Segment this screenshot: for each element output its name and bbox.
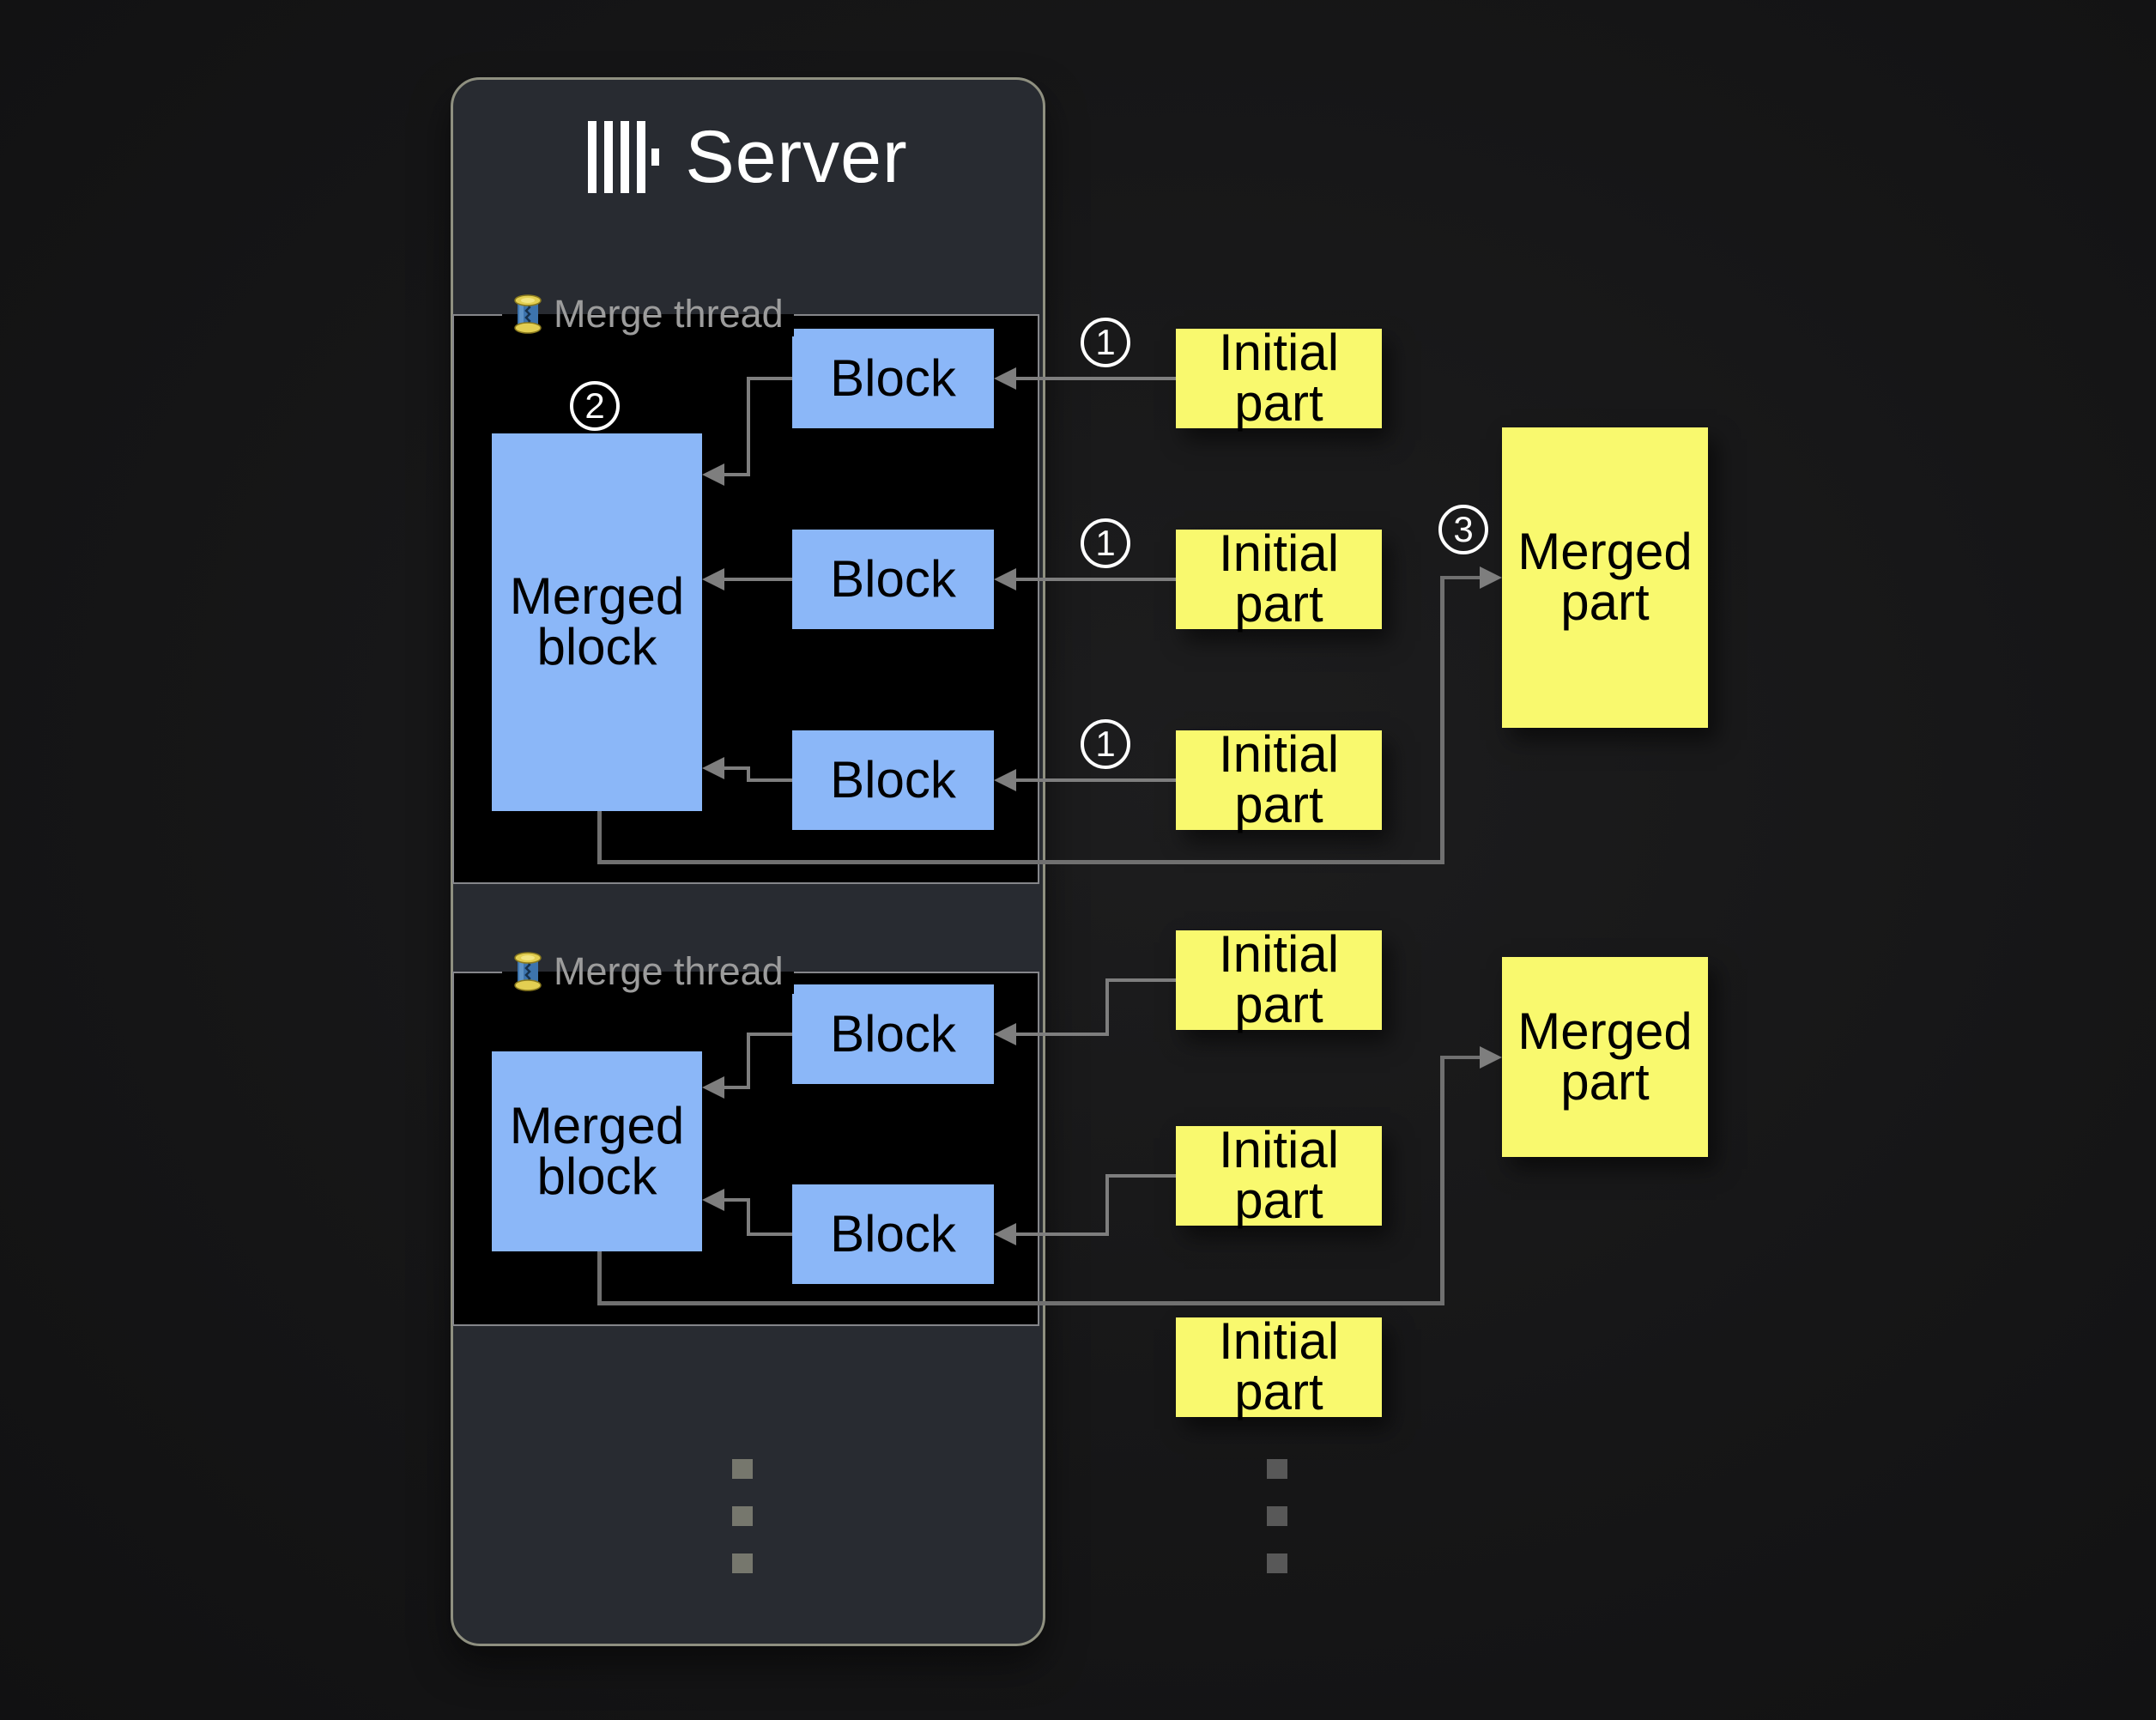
flow-line	[597, 860, 1444, 864]
arrowhead	[1480, 1046, 1502, 1069]
flow-line	[724, 766, 750, 770]
continuation-dot	[732, 1459, 753, 1479]
initial-part-6: Initial part	[1176, 1316, 1382, 1418]
thread-spool-icon	[514, 952, 542, 991]
server-title: Server	[685, 115, 908, 198]
merge-thread-label-text: Merge thread	[554, 949, 784, 993]
server-header: Server	[451, 110, 1045, 204]
arrowhead	[994, 769, 1016, 791]
continuation-dot	[1267, 1506, 1287, 1526]
flow-line	[724, 1086, 750, 1089]
merged-part-2: Merged part	[1502, 957, 1708, 1157]
flow-line	[747, 1033, 750, 1089]
flow-line	[747, 1198, 750, 1236]
flow-line	[1105, 978, 1176, 982]
flow-line	[747, 377, 750, 476]
block-2: Block	[792, 530, 994, 629]
merged-block-2: Merged block	[492, 1051, 702, 1251]
flow-line	[724, 473, 750, 476]
flow-line	[1440, 1057, 1444, 1303]
flow-line	[747, 778, 792, 782]
step-badge-1: 1	[1081, 719, 1130, 769]
arrowhead	[994, 1223, 1016, 1245]
flow-line	[1014, 1033, 1109, 1036]
flow-line	[747, 377, 792, 380]
arrowhead	[994, 568, 1016, 590]
arrowhead	[702, 757, 724, 779]
thread-spool-icon	[514, 294, 542, 334]
arrowhead	[702, 568, 724, 590]
flow-line	[1014, 1232, 1109, 1236]
flow-line	[747, 1232, 792, 1236]
continuation-dot	[1267, 1553, 1287, 1573]
merged-block-1: Merged block	[492, 433, 702, 811]
step-badge-1: 1	[1081, 318, 1130, 367]
arrowhead	[702, 1076, 724, 1099]
flow-line	[1014, 778, 1176, 782]
flow-line	[747, 1033, 792, 1036]
initial-part-1: Initial part	[1176, 327, 1382, 429]
flow-line	[1105, 978, 1109, 1036]
flow-line	[1440, 578, 1444, 863]
flow-line	[1440, 576, 1480, 579]
continuation-dot	[732, 1553, 753, 1573]
merge-thread-label-2: Merge thread	[502, 949, 794, 994]
block-4: Block	[792, 984, 994, 1084]
clickhouse-logo-icon	[588, 121, 660, 193]
initial-part-4: Initial part	[1176, 929, 1382, 1031]
block-5: Block	[792, 1184, 994, 1284]
flow-line	[597, 1251, 602, 1303]
arrowhead	[1480, 566, 1502, 589]
flow-line	[724, 578, 792, 581]
arrowhead	[994, 367, 1016, 390]
flow-line	[1105, 1174, 1109, 1236]
merged-part-1: Merged part	[1502, 427, 1708, 728]
merge-thread-label-text: Merge thread	[554, 292, 784, 336]
block-1: Block	[792, 329, 994, 428]
continuation-dot	[1267, 1459, 1287, 1479]
step-badge-1: 1	[1081, 518, 1130, 568]
flow-line	[1105, 1174, 1176, 1178]
flow-line	[747, 766, 750, 782]
initial-part-5: Initial part	[1176, 1124, 1382, 1226]
initial-part-3: Initial part	[1176, 729, 1382, 831]
flow-line	[724, 1198, 750, 1202]
flow-line	[1014, 578, 1176, 581]
initial-part-2: Initial part	[1176, 528, 1382, 630]
continuation-dot	[732, 1506, 753, 1526]
arrowhead	[702, 1189, 724, 1211]
block-3: Block	[792, 730, 994, 830]
flow-line	[597, 811, 602, 862]
arrowhead	[994, 1023, 1016, 1045]
step-badge-3: 3	[1438, 505, 1488, 554]
flow-line	[1440, 1056, 1480, 1059]
merge-thread-label-1: Merge thread	[502, 292, 794, 336]
flow-line	[1014, 377, 1176, 380]
arrowhead	[702, 463, 724, 486]
step-badge-2: 2	[570, 381, 620, 431]
flow-line	[597, 1301, 1444, 1305]
